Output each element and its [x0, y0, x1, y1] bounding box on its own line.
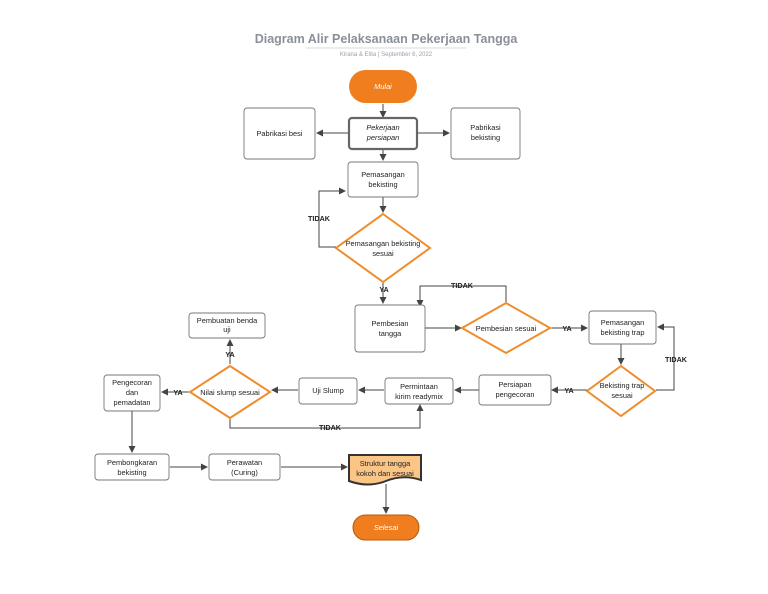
node-label-line-1: Persiapan [498, 380, 531, 389]
node-pemasangan-bekisting: Pemasangan bekisting [347, 161, 419, 198]
node-shape [298, 377, 358, 405]
end-label: Selesai [374, 523, 399, 532]
node-label: Uji Slump [312, 386, 344, 395]
edge-label-tidak: TIDAK [319, 423, 342, 432]
edge-cek-trap-tidak [656, 323, 675, 391]
node-shape [94, 453, 170, 481]
decision-label-line-1: Bekisting trap [600, 381, 645, 390]
edge-label-ya: YA [564, 386, 573, 395]
node-shape [243, 107, 316, 160]
node-label-line-2: bekisting [368, 180, 397, 189]
node-label-line-1: Pabrikasi [470, 123, 501, 132]
node-label-line-2: dan [126, 388, 138, 397]
node-permintaan-readymix: Permintaan kirim readymix [384, 377, 454, 405]
decision-bekisting-trap: Bekisting trap sesuai [585, 364, 657, 418]
node-label: Pabrikasi besi [256, 129, 302, 138]
start-terminal: Mulai [349, 70, 417, 103]
document-struktur-tangga: Struktur tangga kokoh dan sesuai [348, 454, 422, 486]
node-pembuatan-benda-uji: Pembuatan benda uji [188, 312, 266, 339]
decision-shape [459, 301, 553, 355]
node-label-line-1: Pengecoran [112, 378, 152, 387]
diagram-title: Diagram Alir Pelaksanaan Pekerjaan Tangg… [255, 32, 519, 46]
decision-nilai-slump: Nilai slump sesuai [188, 364, 272, 420]
node-shape [354, 304, 426, 353]
node-shape [103, 374, 161, 412]
node-label-line-2: bekisting [471, 133, 500, 142]
decision-label-line-1: Pemasangan bekisting [346, 239, 421, 248]
node-label-line-2: bekisting [117, 468, 146, 477]
node-label-line-2: uji [223, 325, 231, 334]
decision-shape [188, 364, 272, 420]
node-shape [347, 116, 419, 151]
end-terminal-shape [352, 514, 420, 541]
node-shape [208, 453, 281, 481]
node-label-line-1: Pembongkaran [107, 458, 157, 467]
node-bekisting-trap: Pemasangan bekisting trap [588, 310, 657, 345]
edge-label-tidak: TIDAK [308, 214, 331, 223]
document-label-line-2: kokoh dan sesuai [356, 469, 414, 478]
node-label-line-2: (Curing) [231, 468, 258, 477]
node-pengecoran-pemadatan: Pengecoran dan pemadatan [103, 374, 161, 412]
decision-label-line-2: sesuai [372, 249, 394, 258]
end-terminal: Selesai [352, 514, 420, 541]
node-shape [188, 312, 266, 339]
node-label-line-2: bekisting trap [601, 328, 645, 337]
node-pembesian-tangga: Pembesian tangga [354, 304, 426, 353]
start-label: Mulai [374, 82, 392, 91]
start-terminal-shape [349, 70, 417, 103]
connectors [128, 104, 675, 514]
edge-label-ya: YA [562, 324, 571, 333]
edge-label-ya: YA [379, 285, 388, 294]
node-label-line-1: Pemasangan [361, 170, 405, 179]
node-label-line-2: pengecoran [495, 390, 534, 399]
node-shape [384, 377, 454, 405]
node-label-line-2: persiapan [366, 133, 399, 142]
decision-label-line-2: sesuai [611, 391, 633, 400]
node-shape [478, 374, 552, 406]
decision-pemasangan-bekisting: Pemasangan bekisting sesuai [334, 212, 432, 284]
node-label-line-2: tangga [379, 329, 402, 338]
node-shape [347, 161, 419, 198]
node-label-line-1: Permintaan [400, 382, 438, 391]
document-shape [348, 454, 422, 486]
edge-cek-bekisting-tidak [318, 187, 346, 248]
node-label-line-1: Pembesian [372, 319, 409, 328]
node-label-line-1: Pekerjaan [366, 123, 399, 132]
node-label-line-1: Pemasangan [601, 318, 645, 327]
node-pekerjaan-persiapan: Pekerjaan persiapan [347, 116, 419, 151]
node-uji-slump: Uji Slump [298, 377, 358, 405]
decision-label: Pembesian sesuai [476, 324, 537, 333]
node-persiapan-pengecoran: Persiapan pengecoran [478, 374, 552, 406]
diagram-subtitle: Kirana & Elita | September 6, 2022 [340, 52, 433, 58]
node-label-line-1: Perawatan [227, 458, 262, 467]
edge-label-tidak: TIDAK [451, 281, 474, 290]
edge-cek-slump-tidak [229, 404, 424, 429]
edge-label-ya: YA [225, 350, 234, 359]
node-label-line-1: Pembuatan benda [197, 316, 258, 325]
edge-label-tidak: TIDAK [665, 355, 688, 364]
node-pabrikasi-besi: Pabrikasi besi [243, 107, 316, 160]
node-shape [450, 107, 521, 160]
decision-shape [585, 364, 657, 418]
node-label-line-3: pemadatan [114, 398, 151, 407]
node-pabrikasi-bekisting: Pabrikasi bekisting [450, 107, 521, 160]
node-perawatan-curing: Perawatan (Curing) [208, 453, 281, 481]
decision-pembesian: Pembesian sesuai [459, 301, 553, 355]
node-pembongkaran-bekisting: Pembongkaran bekisting [94, 453, 170, 481]
decision-shape [334, 212, 432, 284]
node-label-line-2: kirim readymix [395, 392, 443, 401]
document-label-line-1: Struktur tangga [360, 459, 411, 468]
node-shape [588, 310, 657, 345]
edge-cek-pembesian-tidak [416, 285, 507, 307]
decision-label: Nilai slump sesuai [200, 388, 260, 397]
edge-label-ya: YA [173, 388, 182, 397]
